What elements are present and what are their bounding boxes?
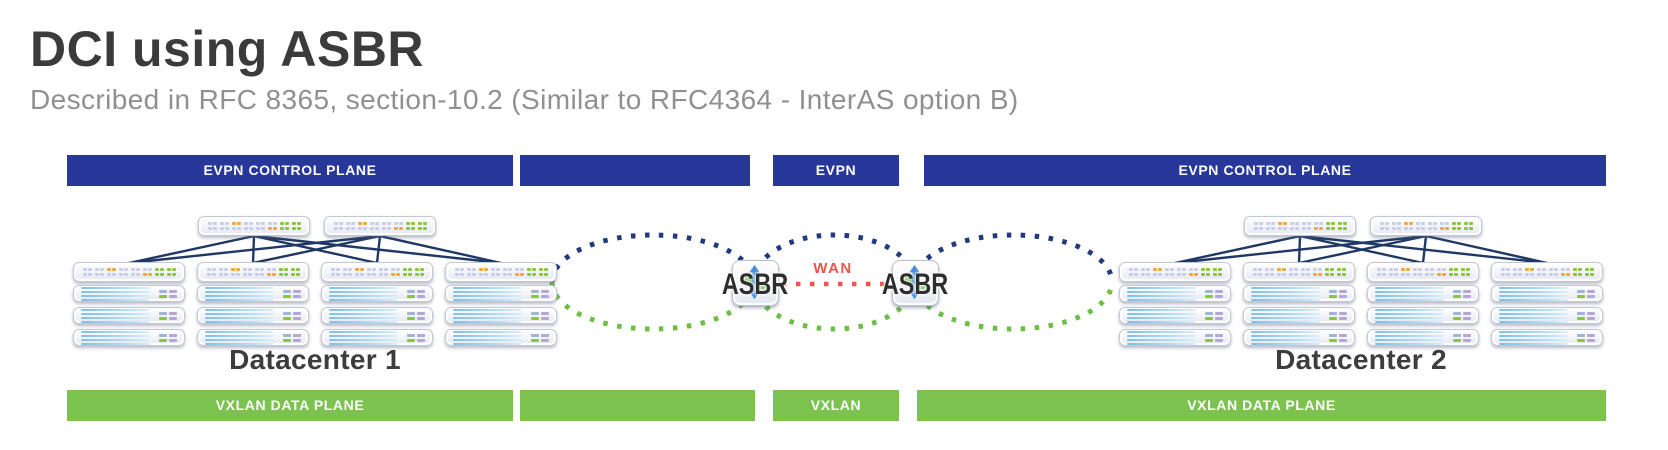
spine-switch-icon: [324, 216, 436, 236]
evpn-tunnel-arc-right: [911, 232, 1115, 283]
vxlan-tunnel-arc-middle: [751, 281, 917, 332]
vxlan-data-plane-bar-right: VXLAN DATA PLANE: [917, 390, 1606, 421]
evpn-bar-center: EVPN: [773, 155, 899, 186]
spine-leaf-links-dc2: [1174, 234, 1548, 265]
server-icon: [1119, 307, 1231, 324]
leaf-switch-icon: [445, 262, 557, 282]
server-icon: [445, 285, 557, 302]
cross-arrows-icon: [740, 264, 769, 300]
asbr-label-left: ASBR: [721, 268, 789, 301]
evpn-control-plane-bar-left: EVPN CONTROL PLANE: [67, 155, 513, 186]
leaf-switch-icon: [1119, 262, 1231, 282]
vxlan-data-plane-bar-left: VXLAN DATA PLANE: [67, 390, 513, 421]
server-icon: [1491, 285, 1603, 302]
spine-switch-icon: [1244, 216, 1356, 236]
server-icon: [1367, 307, 1479, 324]
datacenter-2-fabric: [1119, 216, 1603, 348]
page-title: DCI using ASBR: [30, 21, 425, 77]
server-icon: [197, 329, 309, 346]
datacenter-1-fabric: [73, 216, 557, 348]
evpn-bar-left-extension: [520, 155, 750, 186]
server-icon: [1491, 307, 1603, 324]
server-icon: [1119, 285, 1231, 302]
server-icon: [321, 329, 433, 346]
server-icon: [1243, 285, 1355, 302]
vxlan-bar-center: VXLAN: [773, 390, 899, 421]
server-icon: [73, 329, 185, 346]
server-icon: [1243, 329, 1355, 346]
leaf-switch-icon: [1367, 262, 1479, 282]
spine-switch-icon: [1370, 216, 1482, 236]
page-subtitle: Described in RFC 8365, section-10.2 (Sim…: [30, 84, 1019, 115]
server-icon: [197, 285, 309, 302]
server-icon: [445, 329, 557, 346]
server-icon: [1367, 285, 1479, 302]
server-icon: [197, 307, 309, 324]
server-icon: [1243, 307, 1355, 324]
asbr-router-icon-right: [892, 260, 939, 306]
datacenter-2-label: Datacenter 2: [1275, 344, 1447, 375]
datacenter-1-label: Datacenter 1: [229, 344, 401, 375]
asbr-label-right: ASBR: [881, 268, 949, 301]
vxlan-tunnel-arc-right: [911, 281, 1115, 332]
server-icon: [321, 285, 433, 302]
server-icon: [73, 307, 185, 324]
cross-arrows-icon: [900, 264, 929, 300]
spine-leaf-links-dc1: [128, 234, 502, 265]
server-icon: [1491, 329, 1603, 346]
asbr-router-icon-left: [732, 260, 779, 306]
server-icon: [73, 285, 185, 302]
leaf-switch-icon: [73, 262, 185, 282]
server-icon: [1119, 329, 1231, 346]
server-icon: [321, 307, 433, 324]
spine-switch-icon: [198, 216, 310, 236]
leaf-switch-icon: [197, 262, 309, 282]
evpn-control-plane-bar-right: EVPN CONTROL PLANE: [924, 155, 1606, 186]
wan-label: WAN: [813, 260, 853, 277]
leaf-switch-icon: [1491, 262, 1603, 282]
leaf-switch-icon: [321, 262, 433, 282]
leaf-switch-icon: [1243, 262, 1355, 282]
evpn-tunnel-arc-middle: [751, 232, 917, 283]
vxlan-bar-left-extension: [520, 390, 755, 421]
server-icon: [1367, 329, 1479, 346]
server-icon: [445, 307, 557, 324]
